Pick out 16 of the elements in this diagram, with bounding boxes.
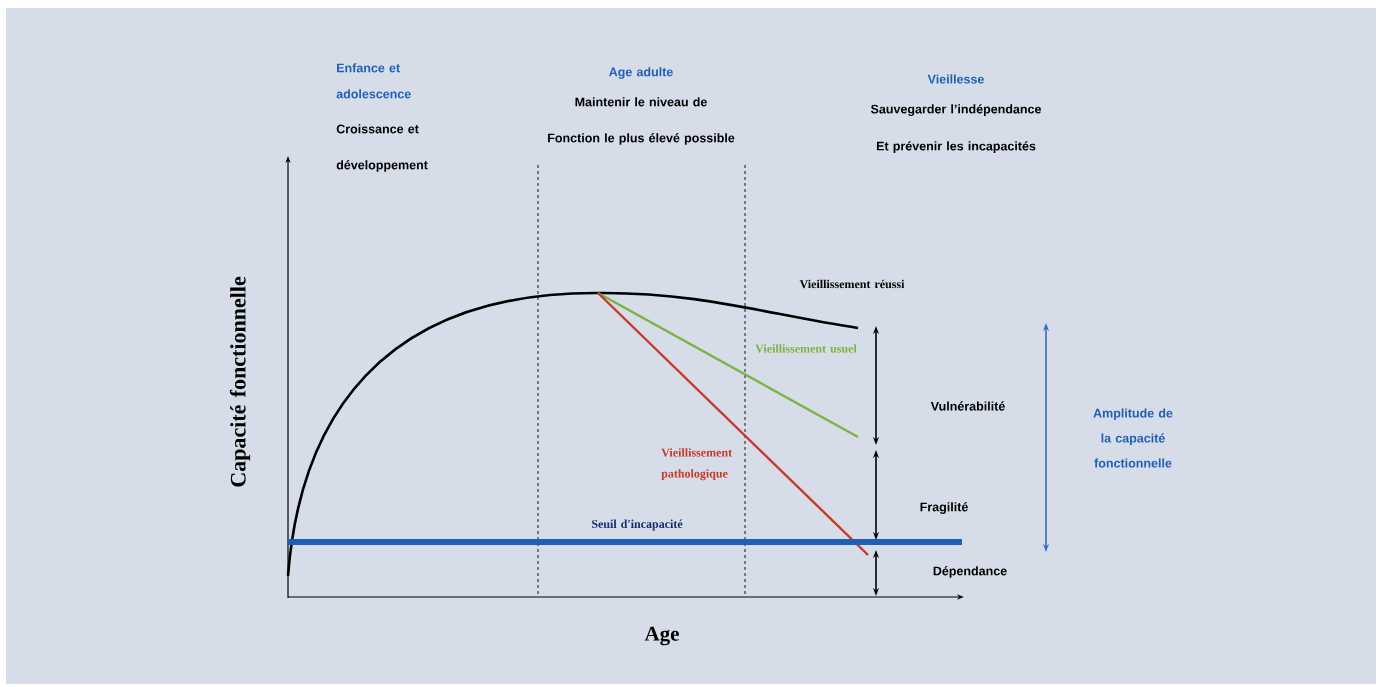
zone-label: Dépendance	[933, 566, 1007, 578]
phase-description: Croissance et développement	[336, 124, 428, 172]
phase-heading: Enfance et adolescence	[336, 63, 411, 99]
phase-heading: Age adulte	[609, 67, 673, 79]
phase-description: Maintenir le niveau de Fonction le plus élevé possible	[548, 97, 735, 145]
range-label: Amplitude de la capacité fonctionnelle	[1093, 408, 1173, 468]
curve-label: Vieillissement pathologique	[661, 448, 733, 481]
axis-label: Capacité fonctionnelle	[229, 276, 251, 487]
axis-label: Age	[644, 626, 679, 646]
phase-heading: Vieillesse	[927, 74, 984, 84]
curve-label: Vieillissement réussi	[799, 279, 905, 289]
zone-label: Fragilité	[920, 502, 968, 514]
zone-label: Vulnérabilité	[930, 401, 1005, 411]
phase-description: Sauvegarder l’indépendance Et prévenir les incapacités	[870, 104, 1041, 153]
curve-label: Vieillissement usuel	[755, 344, 857, 353]
threshold-label: Seuil d'incapacité	[592, 519, 683, 531]
